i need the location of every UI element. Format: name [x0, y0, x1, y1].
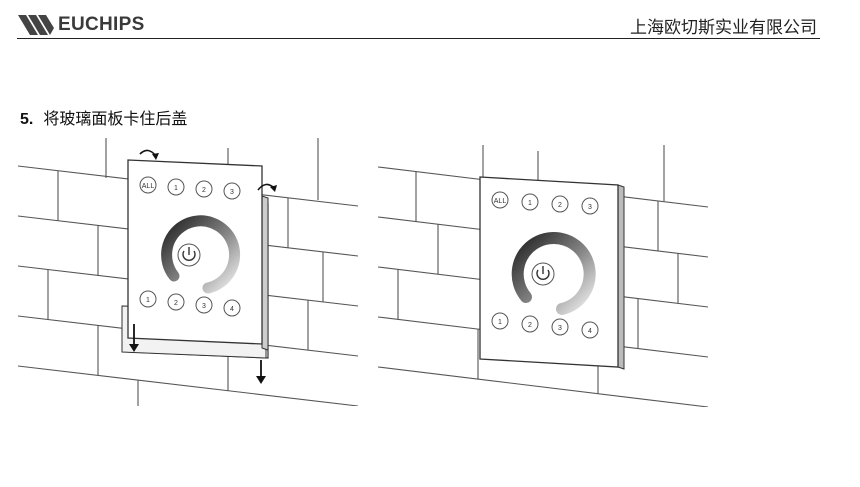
company-name: 上海欧切斯实业有限公司: [630, 18, 817, 38]
installed-illustration: ALL 1 2 3 1 2 3 4: [378, 145, 708, 407]
header-divider: [17, 38, 820, 39]
down-arrow-icon: [129, 324, 266, 384]
button-4: 4: [230, 306, 234, 313]
bottom-button-row: 1 2 3 4: [139, 290, 241, 317]
button-all: ALL: [494, 198, 507, 205]
button-3: 3: [588, 204, 592, 211]
button-3: 3: [558, 325, 562, 332]
button-all: ALL: [142, 183, 155, 190]
color-wheel: [161, 215, 241, 294]
button-3: 3: [230, 189, 234, 196]
rotate-arrow-icon: [139, 149, 277, 192]
button-2: 2: [174, 300, 178, 307]
glass-panel: ALL 1 2 3 1 2 3 4: [127, 159, 269, 351]
color-wheel: [511, 232, 596, 315]
button-2: 2: [528, 322, 532, 329]
brick-wall: [378, 145, 708, 407]
button-2: 2: [558, 202, 562, 209]
button-2: 2: [202, 187, 206, 194]
step-text: 将玻璃面板卡住后盖: [43, 109, 188, 128]
step-number: 5.: [20, 111, 34, 128]
glass-panel: ALL 1 2 3 1 2 3 4: [479, 176, 625, 370]
install-illustration: ALL 1 2 3 1 2 3 4: [18, 138, 358, 406]
top-button-row: ALL 1 2 3: [491, 191, 599, 215]
power-icon: [531, 262, 555, 286]
bottom-button-row: 1 2 3 4: [491, 312, 599, 339]
brand-name: EUCHIPS: [58, 14, 145, 35]
button-3: 3: [202, 303, 206, 310]
button-1: 1: [146, 297, 150, 304]
euchips-logo-icon: [18, 15, 54, 35]
power-icon: [177, 243, 201, 267]
button-1: 1: [174, 185, 178, 192]
button-1: 1: [528, 200, 532, 207]
button-1: 1: [498, 319, 502, 326]
step-heading: 5. 将玻璃面板卡住后盖: [20, 105, 187, 129]
top-button-row: ALL 1 2 3: [139, 176, 241, 200]
brand-logo: EUCHIPS: [18, 14, 145, 36]
button-4: 4: [588, 328, 592, 335]
